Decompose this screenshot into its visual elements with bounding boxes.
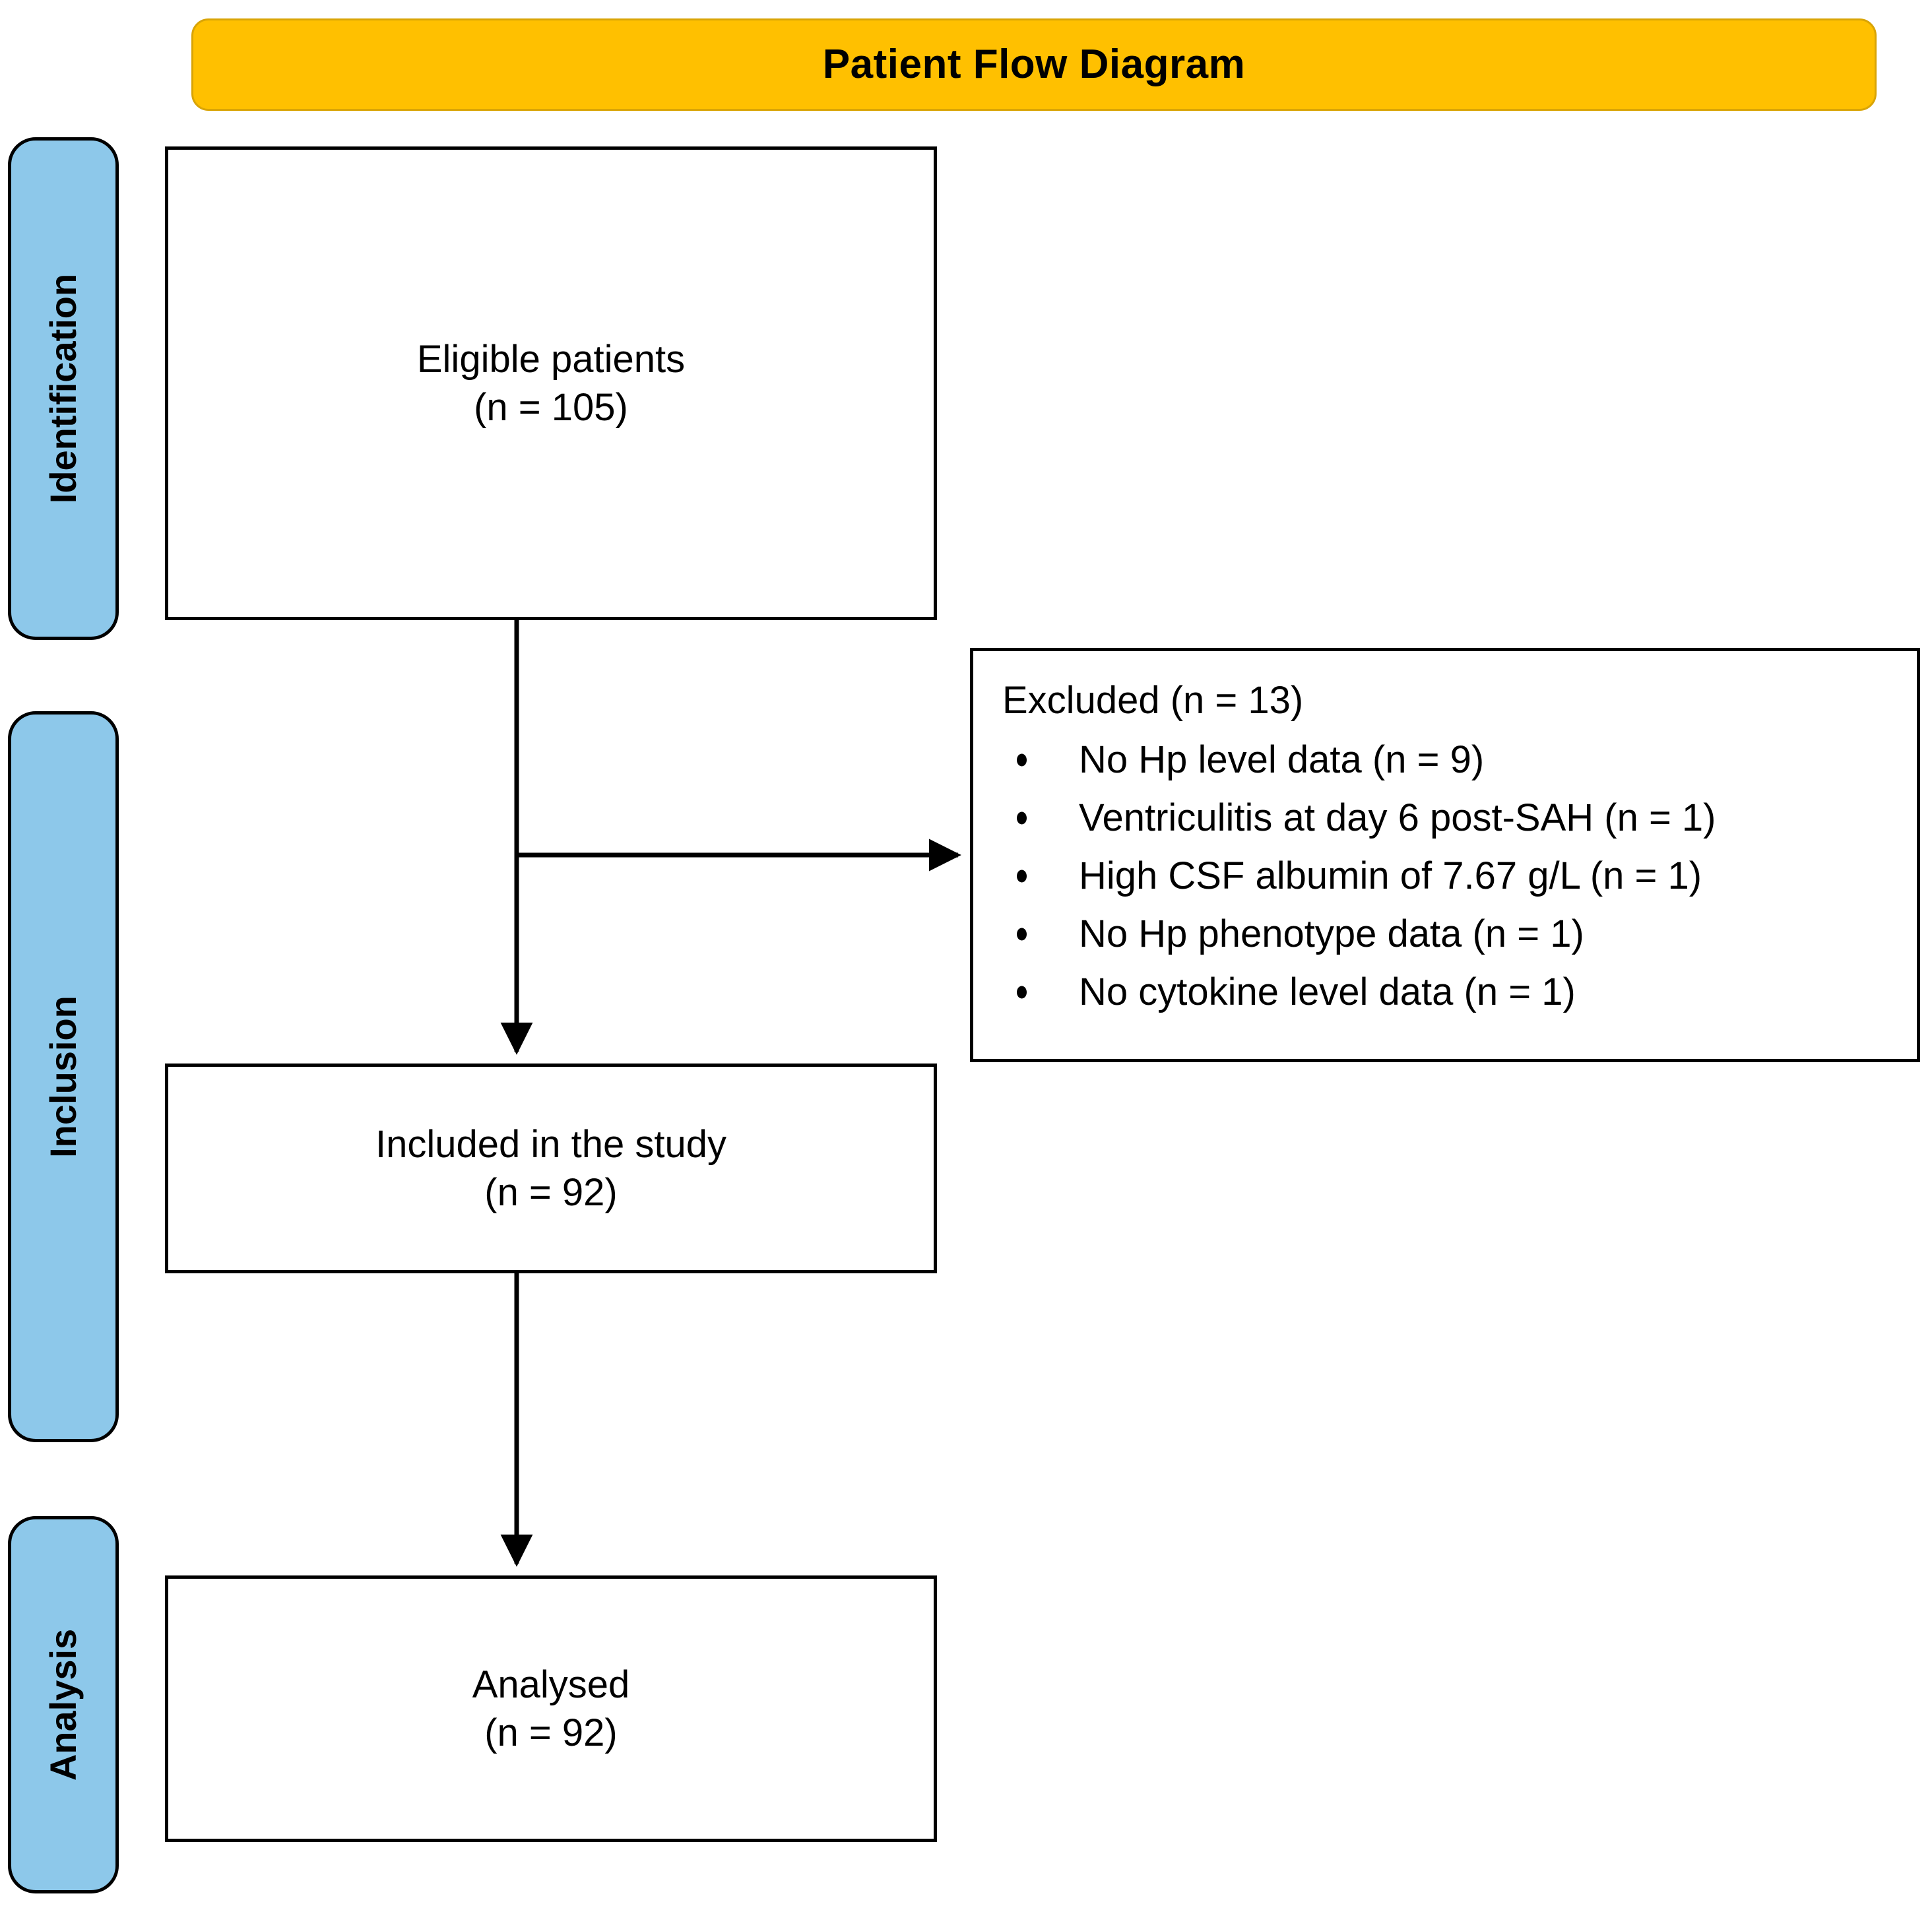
page-title-banner: Patient Flow Diagram bbox=[191, 18, 1877, 111]
bullet-icon bbox=[1017, 986, 1027, 999]
bullet-icon bbox=[1017, 928, 1027, 941]
excluded-reason-text: High CSF albumin of 7.67 g/L (n = 1) bbox=[1079, 854, 1702, 897]
list-item: No cytokine level data (n = 1) bbox=[1002, 963, 1897, 1021]
stage-pill-analysis: Analysis bbox=[8, 1516, 119, 1893]
flow-box-analysed: Analysed (n = 92) bbox=[165, 1575, 937, 1842]
stage-pill-inclusion: Inclusion bbox=[8, 711, 119, 1442]
excluded-reason-text: No Hp phenotype data (n = 1) bbox=[1079, 912, 1584, 956]
flow-box-excluded: Excluded (n = 13) No Hp level data (n = … bbox=[970, 648, 1920, 1062]
list-item: No Hp phenotype data (n = 1) bbox=[1002, 905, 1897, 963]
excluded-reason-text: Ventriculitis at day 6 post-SAH (n = 1) bbox=[1079, 796, 1716, 839]
stage-pill-identification: Identification bbox=[8, 137, 119, 640]
flow-box-eligible-patients-text: Eligible patients (n = 105) bbox=[416, 337, 686, 429]
page-title: Patient Flow Diagram bbox=[822, 42, 1246, 87]
stage-label-inclusion: Inclusion bbox=[42, 996, 84, 1158]
list-item: No Hp level data (n = 9) bbox=[1002, 731, 1897, 789]
excluded-reason-text: No Hp level data (n = 9) bbox=[1079, 738, 1485, 781]
stage-label-analysis: Analysis bbox=[42, 1628, 84, 1781]
stage-label-identification: Identification bbox=[42, 273, 84, 504]
excluded-heading: Excluded (n = 13) bbox=[1002, 679, 1304, 722]
flow-box-analysed-text: Analysed (n = 92) bbox=[472, 1663, 630, 1754]
flow-box-included-in-study: Included in the study (n = 92) bbox=[165, 1064, 937, 1273]
list-item: High CSF albumin of 7.67 g/L (n = 1) bbox=[1002, 847, 1897, 905]
bullet-icon bbox=[1017, 753, 1027, 767]
flow-box-included-in-study-text: Included in the study (n = 92) bbox=[375, 1122, 727, 1214]
excluded-reason-text: No cytokine level data (n = 1) bbox=[1079, 970, 1576, 1014]
list-item: Ventriculitis at day 6 post-SAH (n = 1) bbox=[1002, 789, 1897, 847]
excluded-reasons-list: No Hp level data (n = 9) Ventriculitis a… bbox=[1002, 731, 1897, 1022]
bullet-icon bbox=[1017, 811, 1027, 825]
flow-box-eligible-patients: Eligible patients (n = 105) bbox=[165, 146, 937, 620]
bullet-icon bbox=[1017, 870, 1027, 883]
